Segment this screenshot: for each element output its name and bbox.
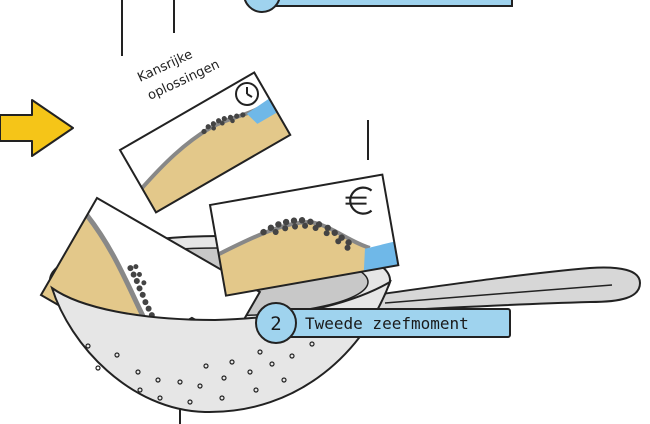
annotation: Kansrijke oplossingen: [135, 47, 222, 103]
solution-card-clock: [120, 72, 290, 212]
step-label: 2 Tweede zeefmoment: [256, 303, 510, 343]
step-title: Tweede zeefmoment: [305, 314, 469, 333]
clock-icon: [236, 83, 258, 105]
arrow-right-icon: [0, 100, 73, 156]
previous-step-label: [244, 0, 512, 12]
step-number: 2: [270, 313, 281, 335]
sieve-handle: [360, 268, 640, 312]
